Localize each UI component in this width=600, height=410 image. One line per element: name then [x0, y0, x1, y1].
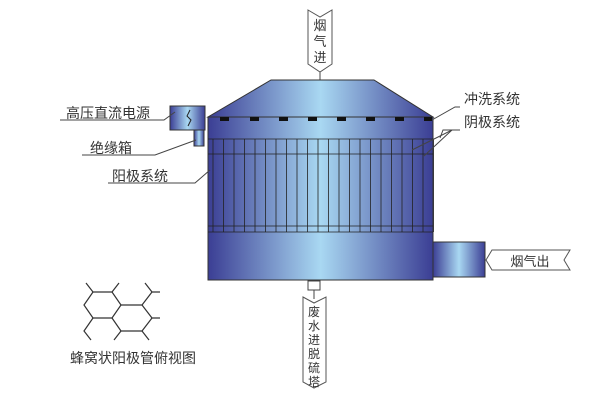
spray-nozzles — [220, 117, 432, 121]
wastewater-char: 进 — [308, 333, 320, 347]
honeycomb-icon — [83, 282, 160, 341]
flue-gas-outlet: 烟气出 — [432, 241, 571, 278]
insulator-box — [193, 129, 205, 147]
wastewater-char: 废 — [308, 304, 320, 319]
insulator-box-label: 绝缘箱 — [90, 141, 132, 157]
leader-lines — [60, 106, 460, 184]
cathode-system-label: 阴极系统 — [464, 115, 520, 131]
wastewater-char: 脱 — [308, 346, 320, 361]
wastewater-char: 塔 — [308, 375, 320, 389]
flush-system-label: 冲洗系统 — [464, 92, 520, 108]
flue-gas-inlet-label: 烟 气 进 — [307, 9, 333, 80]
wastewater-char: 水 — [308, 319, 320, 333]
anode-tubes — [208, 138, 434, 233]
outlet-label: 烟气出 — [510, 254, 549, 270]
inlet-char: 进 — [313, 51, 326, 66]
wastewater-outlet: 废 水 进 脱 硫 塔 — [302, 280, 327, 389]
power-supply-box — [169, 105, 206, 147]
anode-system-label: 阳极系统 — [112, 169, 168, 185]
tower-body — [206, 79, 435, 281]
wastewater-char: 硫 — [308, 360, 320, 375]
inlet-char: 烟 — [313, 19, 326, 34]
honeycomb-caption: 蜂窝状阳极管俯视图 — [70, 350, 196, 367]
power-supply-label: 高压直流电源 — [66, 105, 150, 122]
inlet-char: 气 — [313, 34, 326, 50]
